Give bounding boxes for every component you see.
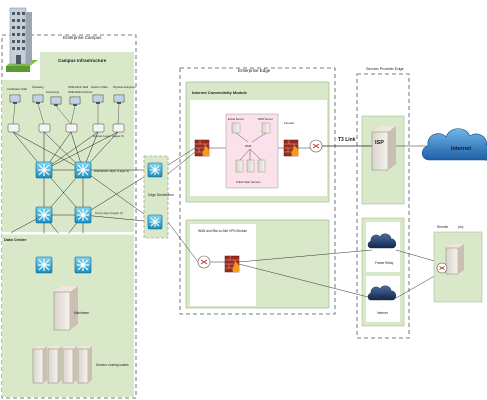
- router-icon: [197, 255, 211, 269]
- core-switch-icon: [74, 206, 92, 224]
- server-icon: [32, 346, 47, 384]
- frame-relay-cloud-icon: [367, 233, 397, 249]
- layer3-switch-icon: [74, 161, 92, 179]
- core-layer-label: Core Layer (Layer 3): [95, 211, 123, 215]
- remote-server-icon: [445, 244, 464, 275]
- internet-cloud-icon: [421, 128, 487, 161]
- access-switch-icons: [7, 123, 125, 133]
- server-icon: [261, 122, 271, 134]
- workstation-icon: [9, 94, 21, 104]
- datacenter-switch-icon: [35, 256, 53, 274]
- mainframe-icon: [53, 286, 78, 331]
- vpn-firewall-icon: [224, 255, 240, 273]
- building-label-1: Certification Staff: [7, 87, 27, 91]
- campus-infrastructure-area: [40, 52, 134, 232]
- public-web-servers-label: Public Web Servers: [236, 180, 261, 184]
- router-icon: [309, 139, 323, 153]
- workstation-icon: [113, 94, 125, 104]
- remote-sub: (dc): [458, 225, 464, 229]
- building-label-6: Doctor's Office: [91, 85, 108, 89]
- server-icon: [62, 346, 77, 384]
- data-center-title: Data Center: [4, 237, 27, 242]
- internet-cloud-label: Internet: [451, 146, 471, 152]
- server-icon: [231, 122, 241, 134]
- servers-label-line1: Servers running solaris: [96, 363, 129, 367]
- workstation-icons: [9, 94, 125, 106]
- server-rack-icons: [32, 346, 92, 384]
- building-label-2: Operating: [32, 85, 44, 89]
- enterprise-edge-title: Enterprise Edge: [238, 68, 271, 73]
- server-icon: [246, 159, 255, 173]
- building-label-7: Physical workgroup: [113, 85, 136, 89]
- service-provider-boundary: [356, 73, 410, 339]
- server-icon: [235, 159, 244, 173]
- office-building-icon: [6, 7, 38, 72]
- access-switch-icon: [92, 123, 105, 133]
- ipsec-label: IPsec: [379, 294, 387, 298]
- firewall-label: Firewall: [284, 121, 294, 125]
- building-label-5: OEM Medical School: [68, 90, 93, 94]
- service-provider-title: Service Provider Edge: [366, 67, 404, 71]
- server-icon: [77, 346, 92, 384]
- layer3-switch-icon: [35, 161, 53, 179]
- t3-link-label: T3 Link: [338, 137, 356, 143]
- access-switch-icon: [7, 123, 20, 133]
- workstation-icon: [69, 96, 81, 106]
- server-icon: [257, 159, 266, 173]
- server-icon: [47, 346, 62, 384]
- isp-server-icon: [371, 126, 396, 171]
- building-label-3: Accounting: [46, 90, 59, 94]
- provider-internet-label: Internet: [377, 311, 388, 315]
- remote-title: Remote: [437, 225, 448, 229]
- access-switch-icon: [112, 123, 125, 133]
- building-label-4: ODM Admin Staff: [68, 85, 88, 89]
- internet-module-title: Internet Connectivity Module: [192, 90, 248, 95]
- ipsec-cloud-icon: [367, 285, 397, 301]
- email-server-label: Email Server: [228, 117, 244, 121]
- workstation-icon: [32, 94, 44, 104]
- campus-infrastructure-title: Campus Infrastructure: [58, 58, 107, 63]
- access-switch-icon: [38, 123, 51, 133]
- access-switch-icon: [65, 123, 78, 133]
- access-layer-label: Access Layer (Layer 2): [93, 134, 124, 138]
- router-icon: [436, 262, 448, 274]
- workstation-icon: [92, 94, 104, 104]
- dmz-label: DMZ: [245, 144, 252, 148]
- core-switch-icon: [35, 206, 53, 224]
- firewall-icon: [194, 139, 210, 157]
- mainframe-label: Mainframe: [74, 311, 89, 315]
- datacenter-switch-icon: [74, 256, 92, 274]
- edge-switch-icon: [147, 214, 163, 230]
- edge-distribution-label: Edge Distribution: [148, 193, 174, 197]
- distribution-layer-label: Distribution layer (Layer 3): [94, 169, 129, 173]
- isp-label: ISP: [375, 140, 384, 146]
- edge-switch-icon: [147, 162, 163, 178]
- dns-server-label: DNS Server: [258, 117, 273, 121]
- firewall-icon: [283, 139, 299, 157]
- wan-module-title: WAN and Site-to-Site VPN Module: [198, 229, 247, 233]
- enterprise-edge-boundary: [179, 67, 336, 315]
- workstation-icon: [50, 96, 62, 106]
- frame-relay-label: Frame Relay: [375, 261, 394, 265]
- enterprise-campus-title: Enterprise Campus: [63, 35, 102, 40]
